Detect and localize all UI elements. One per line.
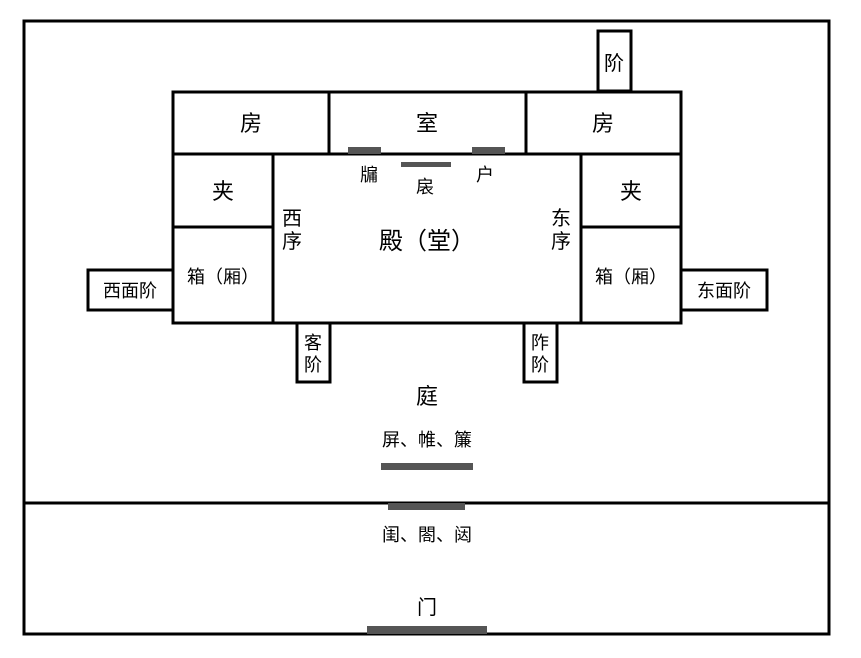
east-stair-label: 东面阶 [697, 281, 751, 302]
room-fang-right [524, 90, 683, 156]
room-shi [327, 90, 528, 156]
xiang-left-label: 箱（厢） [187, 267, 259, 288]
host-stair-label-2: 阶 [531, 355, 549, 376]
east-wing-label-1: 东 [551, 206, 571, 230]
screen-yi-label: 扆 [416, 177, 434, 198]
main-gate-bar [367, 626, 487, 634]
east-stair-box [679, 268, 769, 312]
room-xiang-left [171, 225, 275, 325]
west-stair-label: 西面阶 [103, 281, 157, 302]
inner-gates-label: 闺、閤、闼 [382, 525, 472, 546]
hall-dian [271, 152, 583, 325]
jia-left-label: 夹 [212, 180, 234, 205]
host-stair-box [522, 321, 559, 384]
shi-label: 室 [416, 112, 438, 137]
door-label: 户 [476, 165, 494, 186]
top-stair-box [596, 29, 633, 93]
fang-left-label: 房 [240, 112, 262, 137]
inner-gate-bar [388, 503, 465, 510]
room-jia-right [579, 152, 683, 229]
guest-stair-label-2: 阶 [304, 355, 322, 376]
host-stair-label-1: 阼 [531, 333, 549, 354]
west-wing-label-2: 序 [282, 229, 302, 253]
door-bar [472, 147, 505, 154]
west-wing-label-1: 西 [282, 206, 302, 230]
window-bar [348, 147, 381, 154]
screens-label: 屏、帷、簾 [382, 430, 472, 451]
window-label: 牖 [360, 165, 378, 186]
xiang-right-label: 箱（厢） [595, 267, 667, 288]
jia-right-label: 夹 [620, 180, 642, 205]
hall-label: 殿（堂） [379, 227, 475, 255]
east-wing-label-2: 序 [551, 229, 571, 253]
main-gate-label: 门 [417, 595, 437, 619]
screen-yi-bar [401, 162, 451, 167]
courtyard-label: 庭 [416, 385, 438, 410]
guest-stair-box [295, 321, 332, 384]
guest-stair-label-1: 客 [304, 333, 322, 354]
west-stair-box [86, 268, 175, 312]
top-stair-label: 阶 [604, 51, 624, 75]
screen-bar [381, 463, 473, 470]
fang-right-label: 房 [592, 112, 614, 137]
